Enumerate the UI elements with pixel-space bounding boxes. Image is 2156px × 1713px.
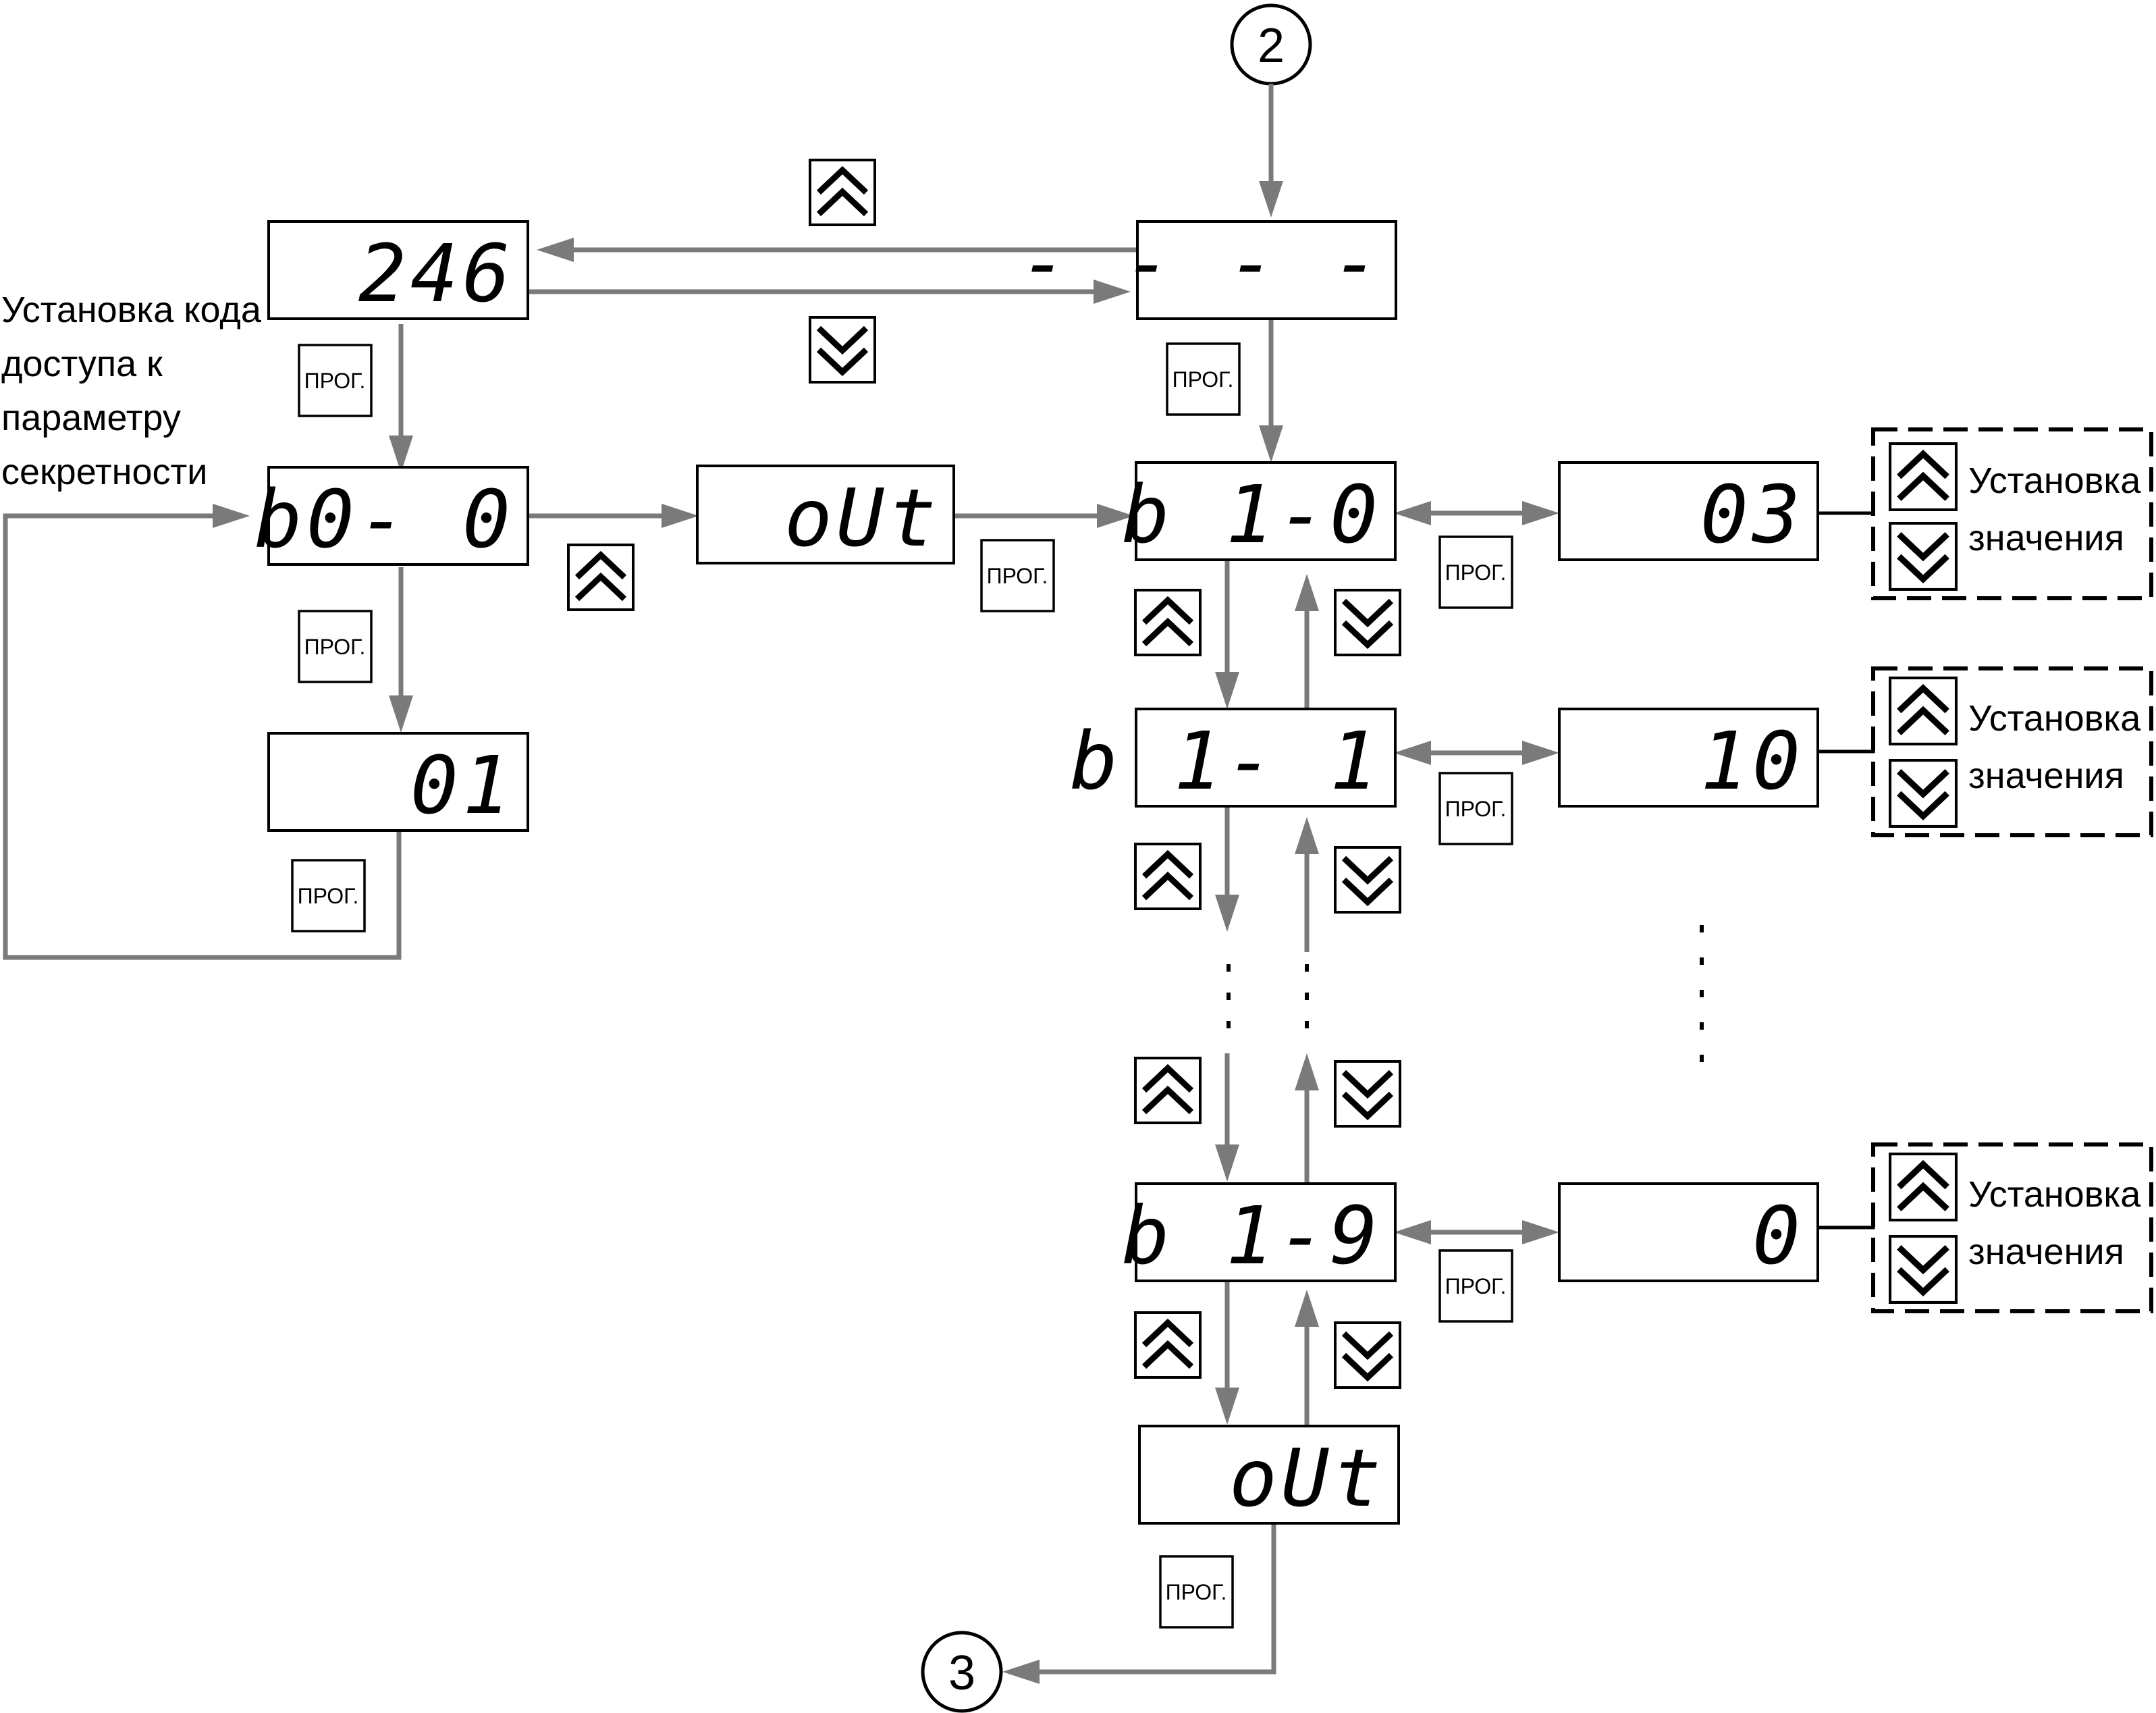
display-b1-0-setting-value: 03 [1700, 468, 1804, 561]
up-key-icon[interactable] [810, 160, 875, 225]
prog-key-9[interactable]: ПРОГ. [1159, 1555, 1234, 1629]
prog-key-3[interactable]: ПРОГ. [291, 859, 366, 932]
display-b1-1-setting-value: 10 [1700, 714, 1804, 808]
set-value-label-1: Установка [1968, 698, 2141, 739]
display-b1-0: b 1-0 [1122, 461, 1397, 561]
display-code-value: 246 [358, 227, 514, 320]
display-b1-1: b 1- 1 [1070, 708, 1397, 808]
down-key-icon[interactable] [1890, 523, 1956, 589]
prog-key-label: ПРОГ. [1173, 367, 1234, 392]
display-b0-value: b0- 0 [254, 473, 514, 566]
display-b1-9: b 1-9 [1122, 1182, 1397, 1282]
down-key-icon[interactable] [1335, 847, 1400, 912]
prog-key-2[interactable]: ПРОГ. [298, 610, 373, 683]
down-key-icon[interactable] [1890, 760, 1956, 826]
connector-3: 3 [921, 1631, 1003, 1713]
prog-key-label: ПРОГ. [1445, 1274, 1507, 1298]
setting-connectors [1818, 496, 1875, 1230]
ellipsis-dots [1227, 925, 1704, 1062]
up-key-icon[interactable] [1890, 444, 1956, 510]
access-code-note: Установка кода доступа к параметру секре… [1, 290, 262, 492]
display-b1-0-setting: 03 [1558, 461, 1819, 561]
set-value-group-1: Установка значения [1871, 427, 2153, 600]
display-code: 246 [267, 220, 529, 320]
up-key-icon[interactable] [1890, 1154, 1956, 1220]
up-key-icon[interactable] [1135, 590, 1200, 655]
prog-key-label: ПРОГ. [1445, 797, 1507, 821]
connector-3-label: 3 [948, 1646, 975, 1700]
display-b1-1-value: b 1- 1 [1070, 714, 1382, 808]
prog-key-6[interactable]: ПРОГ. [1438, 535, 1513, 609]
set-value-label-2: значения [1968, 518, 2124, 558]
display-b0-value-text: 01 [410, 739, 514, 832]
display-b1-0-value: b 1-0 [1122, 468, 1382, 561]
prog-key-label: ПРОГ. [304, 369, 366, 393]
prog-key-label: ПРОГ. [987, 564, 1048, 588]
up-key-icon[interactable] [1135, 1313, 1200, 1377]
set-value-label-2: значения [1968, 1232, 2124, 1272]
prog-key-label: ПРОГ. [1445, 560, 1507, 585]
set-value-group-3: Установка значения [1871, 1142, 2153, 1313]
prog-key-5[interactable]: ПРОГ. [980, 539, 1055, 612]
down-key-icon[interactable] [1335, 1061, 1400, 1126]
prog-key-label: ПРОГ. [1166, 1580, 1227, 1604]
prog-key-7[interactable]: ПРОГ. [1438, 772, 1513, 845]
display-b1-1-setting: 10 [1558, 708, 1819, 808]
down-key-icon[interactable] [1335, 1323, 1400, 1388]
note-line-2: доступа к [1, 344, 163, 384]
prog-key-label: ПРОГ. [298, 884, 359, 908]
display-out-top-value: oUt [784, 471, 940, 564]
display-dashes-value: - - - - [1020, 216, 1384, 309]
flow-lines [3, 84, 1559, 1684]
note-line-3: параметру [1, 398, 181, 438]
display-b1-9-value: b 1-9 [1122, 1189, 1382, 1282]
down-key-icon[interactable] [1890, 1236, 1956, 1302]
connector-2-label: 2 [1258, 19, 1285, 73]
display-b1-9-setting: 0 [1558, 1182, 1819, 1282]
display-out-top: oUt [696, 465, 955, 564]
set-value-label-1: Установка [1968, 1174, 2141, 1215]
display-out-bottom: oUt [1138, 1425, 1400, 1525]
note-line-4: секретности [1, 452, 207, 492]
up-key-icon[interactable] [568, 545, 633, 610]
display-b1-9-setting-value: 0 [1752, 1189, 1804, 1282]
prog-key-8[interactable]: ПРОГ. [1438, 1249, 1513, 1323]
prog-key-4[interactable]: ПРОГ. [1166, 342, 1241, 416]
note-line-1: Установка кода [1, 290, 262, 330]
down-key-icon[interactable] [810, 317, 875, 382]
up-key-icon[interactable] [1135, 1058, 1200, 1123]
prog-key-label: ПРОГ. [304, 635, 366, 659]
down-key-icon[interactable] [1335, 590, 1400, 655]
up-key-icon[interactable] [1135, 844, 1200, 909]
connector-2: 2 [1230, 3, 1312, 86]
display-out-bottom-value: oUt [1229, 1431, 1385, 1525]
prog-key-1[interactable]: ПРОГ. [298, 344, 373, 417]
up-key-icon[interactable] [1890, 678, 1956, 744]
display-b0: b0- 0 [254, 466, 529, 566]
display-b0-value-box: 01 [267, 732, 529, 832]
set-value-label-2: значения [1968, 756, 2124, 796]
set-value-group-2: Установка значения [1871, 666, 2153, 837]
set-value-label-1: Установка [1968, 460, 2141, 501]
display-dashes: - - - - [1020, 216, 1397, 320]
